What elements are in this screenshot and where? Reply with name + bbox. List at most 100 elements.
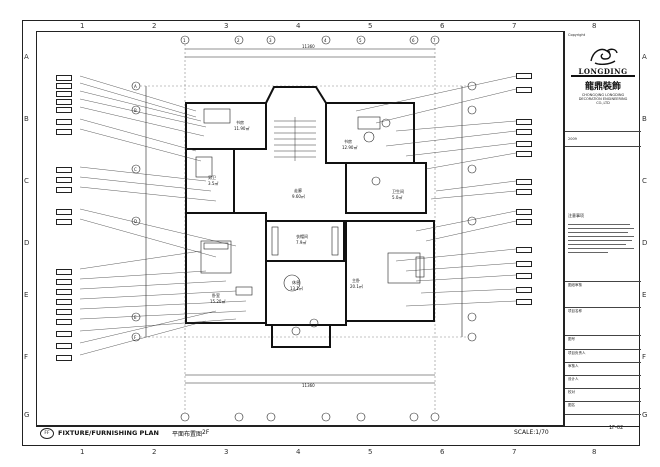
field-project-name: 项目名称 (568, 309, 582, 313)
notes-text-lines (568, 221, 638, 256)
drawing-area (36, 31, 564, 426)
logo-english: LONGDING (578, 67, 628, 76)
callout-tag (516, 189, 532, 195)
field-review: 图纸审核 (568, 283, 582, 287)
grid-row-label: G (24, 411, 30, 419)
grid-row-left: A B C D E F G (24, 31, 34, 426)
room-label: 书房 (344, 139, 352, 144)
axis-label: 1 (183, 38, 186, 43)
walls (185, 86, 435, 348)
field-drawing-title: 图名 (568, 403, 575, 407)
annotation-tags-left (56, 31, 96, 426)
room-area: 7.9㎡ (296, 240, 307, 245)
plan-axis-labels: 1 2 3 4 5 6 7 A B C D E F 11360 11360 书房… (36, 31, 564, 426)
room-label: 衣帽间 (296, 234, 308, 239)
room-area: 15.20㎡ (210, 299, 226, 304)
callout-tag (56, 331, 72, 337)
axis-label: E (134, 315, 137, 320)
axis-label: 7 (433, 38, 436, 43)
room-label: 休息 (292, 280, 300, 285)
grid-row-label: B (24, 115, 29, 123)
dimension-total-bottom: 11360 (302, 383, 315, 388)
axis-label: C (134, 167, 137, 172)
grid-col-bottom: 1 2 3 4 5 6 7 8 (36, 448, 596, 457)
dimension-total-top: 11360 (302, 44, 315, 49)
room-area: 9.60㎡ (292, 194, 305, 199)
callout-tag (516, 179, 532, 185)
axis-label: 6 (412, 38, 415, 43)
grid-col-label: 6 (440, 22, 445, 30)
axis-label: 2 (237, 38, 240, 43)
callout-tag (516, 287, 532, 293)
axis-label: 3 (269, 38, 272, 43)
callout-tag (56, 269, 72, 275)
grid-col-label: 2 (152, 448, 157, 456)
room-area: 3.5㎡ (208, 181, 219, 186)
field-checker: 校对 (568, 390, 575, 394)
grid-col-label: 4 (296, 22, 301, 30)
room-area: 5.0㎡ (392, 195, 403, 200)
callout-tag (516, 219, 532, 225)
callout-tag (516, 247, 532, 253)
callout-tag (56, 167, 72, 173)
grid-row-label: D (24, 239, 30, 247)
plan-badge-icon: FF (40, 428, 54, 439)
drawing-title-bar: FF FIXTURE/FURNISHING PLAN 平面布置图 2F SCAL… (36, 426, 640, 439)
callout-tag (56, 309, 72, 315)
callout-tag (56, 279, 72, 285)
axis-label: 4 (324, 38, 327, 43)
callout-tag (56, 209, 72, 215)
grid-row-label: E (24, 291, 29, 299)
grid-col-label: 5 (368, 448, 373, 456)
axis-label: F (134, 335, 137, 340)
field-reviewer: 审核人 (568, 364, 579, 368)
room-label: 主卧 (352, 278, 360, 283)
dragon-logo-icon (590, 48, 618, 66)
room-area: 12.90㎡ (342, 145, 358, 150)
grid-col-label: 1 (80, 448, 85, 456)
grid-row-label: A (642, 53, 647, 61)
axis-label: 5 (359, 38, 362, 43)
grid-row-label: A (24, 53, 29, 61)
title-block: Copyright LONGDING 龍鼎裝飾 CHONGQING LONGDI… (564, 31, 641, 431)
room-area: 13.1㎡ (290, 286, 303, 291)
room-label: 走廊 (294, 188, 302, 193)
grid-row-label: G (642, 411, 648, 419)
field-drawing-no: 图号 (568, 337, 575, 341)
annotation-tags-right (514, 31, 554, 426)
axis-markers-top (180, 35, 440, 45)
scale-label: SCALE:1/70 (514, 429, 549, 436)
callout-tag (56, 129, 72, 135)
grid-col-label: 8 (592, 448, 597, 456)
floor-plan-drawing (79, 35, 517, 422)
grid-row-right: A B C D E F G (642, 31, 652, 426)
grid-col-label: 1 (80, 22, 85, 30)
callout-tag (516, 209, 532, 215)
callout-tag (516, 299, 532, 305)
sheet-number: 1F-02 (609, 425, 624, 431)
grid-col-top: 1 2 3 4 5 6 7 8 (36, 22, 596, 31)
leader-lines-left (79, 75, 247, 356)
field-designer: 设计人 (568, 377, 579, 381)
grid-row-label: D (642, 239, 648, 247)
callout-tag (56, 91, 72, 97)
axis-markers-right (467, 81, 477, 342)
logo-bar (571, 75, 635, 77)
company-name: CHONGQING LONGDING DECORATION ENGINEERIN… (578, 93, 628, 105)
callout-tag (56, 75, 72, 81)
plan-title-cn: 平面布置图 (172, 431, 203, 438)
floor-label: 2F (202, 429, 210, 436)
callout-tag (516, 119, 532, 125)
grid-col-label: 3 (224, 448, 229, 456)
grid-col-label: 3 (224, 22, 229, 30)
plan-title: FIXTURE/FURNISHING PLAN (58, 429, 159, 437)
logo-chinese: 龍鼎裝飾 (584, 82, 621, 92)
room-area: 11.90㎡ (234, 126, 250, 131)
callout-tag (56, 355, 72, 361)
grid-row-label: F (642, 353, 647, 361)
room-label: 卧室 (212, 293, 220, 298)
axis-label: A (134, 84, 137, 89)
notes-title: 注意事项 (568, 213, 584, 218)
callout-tag (56, 187, 72, 193)
callout-tag (516, 151, 532, 157)
